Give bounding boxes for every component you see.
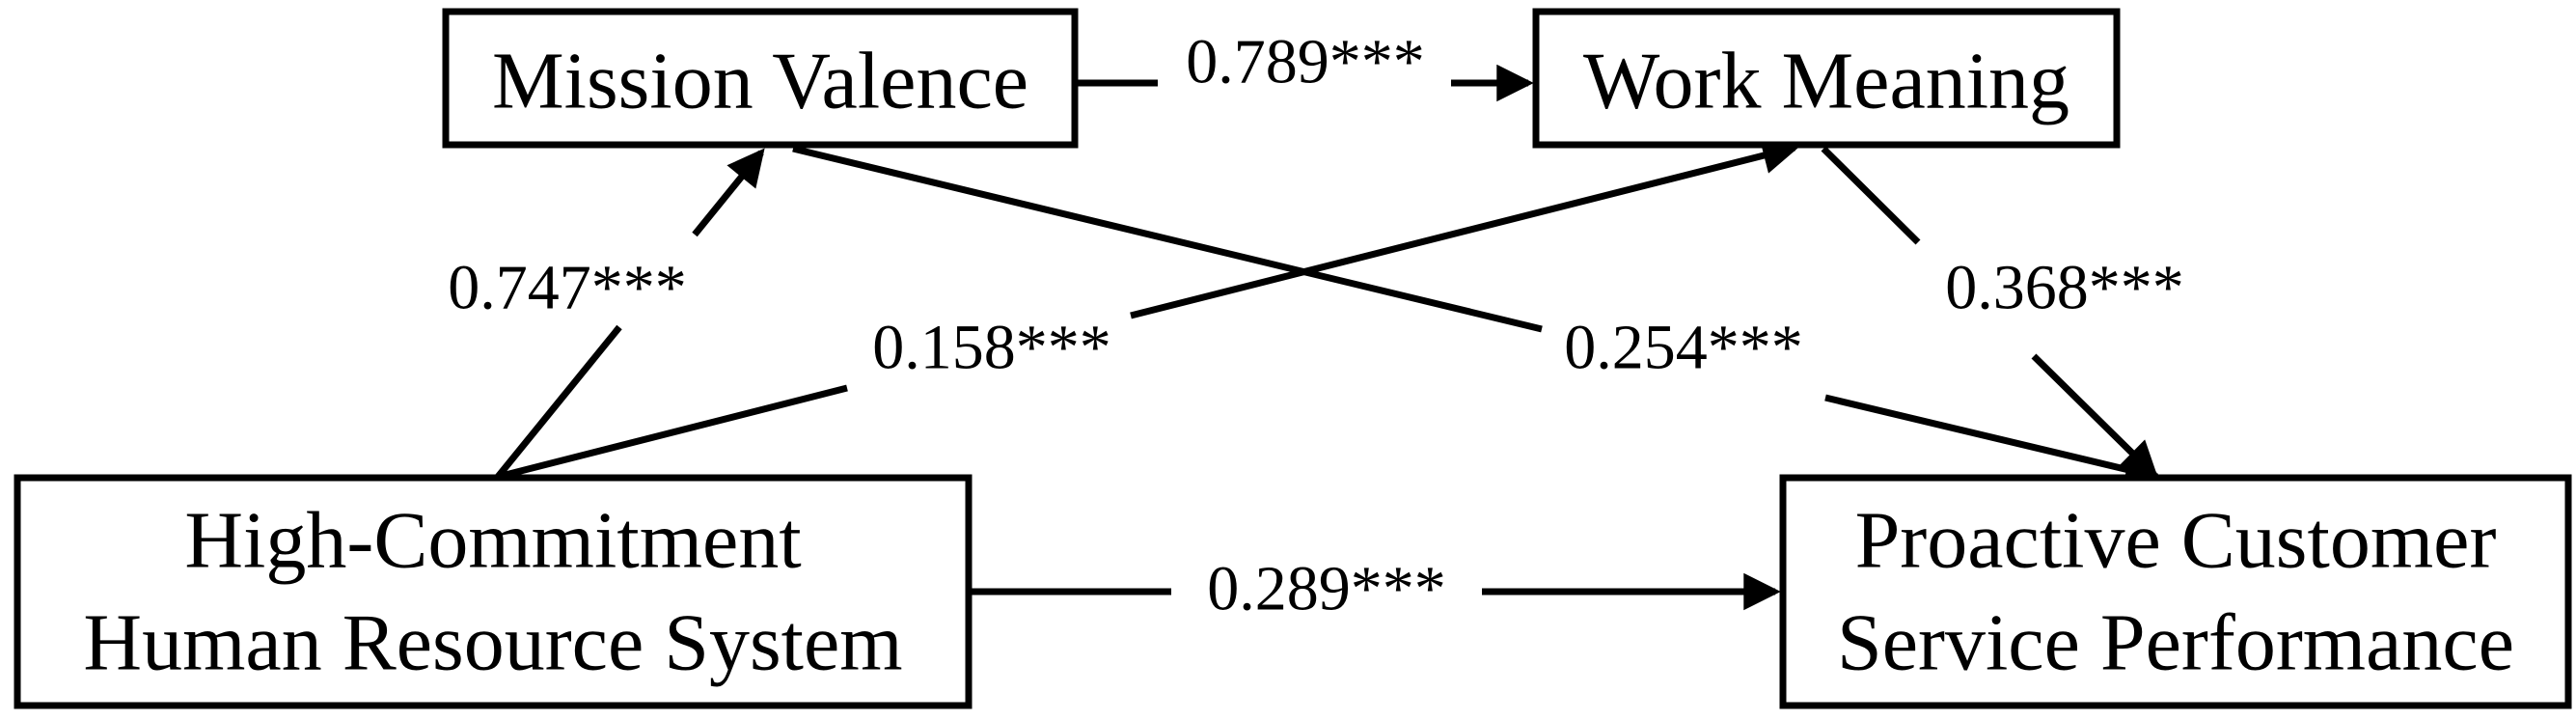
coefficient-label-hchrs-to-pcsp: 0.289*** [1207,554,1446,624]
node-label-pcsp-line2: Service Performance [1837,598,2514,688]
node-work-meaning: Work Meaning [1532,8,2121,149]
node-label-hchrs-line2: Human Resource System [83,598,902,688]
arrow-mv-to-pcsp [792,145,2163,488]
coefficient-label-hchrs-to-wm: 0.158*** [872,313,1111,383]
arrow-hchrs-to-mv [495,148,765,480]
node-label-mission-valence: Mission Valence [492,37,1028,126]
coefficient-label-hchrs-to-mv: 0.747*** [448,253,687,323]
node-label-work-meaning: Work Meaning [1583,37,2069,126]
coefficient-label-wm-to-pcsp: 0.368*** [1945,253,2184,323]
node-pcsp: Proactive Customer Service Performance [1779,474,2572,709]
coefficient-label-mv-to-pcsp: 0.254*** [1564,313,1803,383]
node-mission-valence: Mission Valence [442,8,1079,149]
node-label-pcsp-line1: Proactive Customer [1855,496,2497,586]
coefficient-label-mv-to-wm: 0.789*** [1186,27,1425,97]
node-label-hchrs-line1: High-Commitment [184,496,801,586]
node-hchrs: High-Commitment Human Resource System [14,474,973,709]
arrow-hchrs-to-wm [497,137,1800,481]
arrow-wm-to-pcsp [1821,146,2159,480]
